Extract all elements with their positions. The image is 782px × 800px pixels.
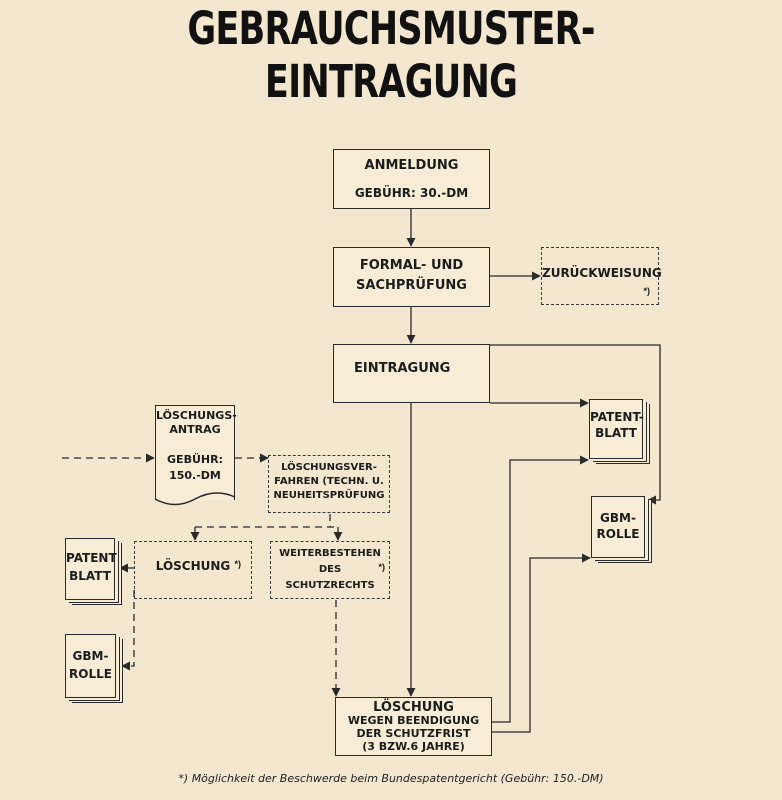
- gbmrolle-right-line2: ROLLE: [596, 527, 640, 541]
- zurueckweisung-label: ZURÜCKWEISUNG: [542, 266, 662, 280]
- footnote: *) Möglichkeit der Beschwerde beim Bunde…: [178, 772, 604, 785]
- antrag-line2: ANTRAG: [169, 423, 221, 436]
- zurueckweisung-footnote-mark: *): [643, 286, 651, 296]
- pruefung-line1: FORMAL- UND: [359, 258, 464, 273]
- patentblatt-left-line2: BLATT: [69, 569, 111, 583]
- weiterbestehen-line1: WEITERBESTEHEN: [279, 548, 381, 559]
- gbmrolle-left-line1: GBM-: [72, 649, 109, 663]
- node-patentblatt-right: PATENT- BLATT: [589, 399, 644, 459]
- antrag-fee-label: GEBÜHR:: [167, 453, 223, 466]
- page-title: GEBRAUCHSMUSTER-EINTRAGUNG: [187, 2, 595, 108]
- arrow-frist-gbmrolle: [492, 553, 591, 733]
- patentblatt-right-line2: BLATT: [595, 426, 637, 440]
- gbmrolle-right-line1: GBM-: [600, 511, 636, 525]
- arrow-frist-patentblatt: [492, 455, 589, 723]
- node-loeschung: LÖSCHUNG *): [134, 541, 252, 599]
- frist-line4: (3 BZW.6 JAHRE): [362, 740, 465, 753]
- frist-line1: LÖSCHUNG: [373, 700, 454, 715]
- anmeldung-label: ANMELDUNG: [364, 158, 459, 173]
- weiterbestehen-line3: SCHUTZRECHTS: [285, 580, 375, 591]
- node-loeschung-frist: LÖSCHUNG WEGEN BEENDIGUNG DER SCHUTZFRIS…: [335, 697, 492, 756]
- weiterbestehen-footnote-mark: *): [378, 562, 386, 572]
- node-zurueckweisung: ZURÜCKWEISUNG *): [541, 247, 662, 305]
- node-loeschungsverfahren: LÖSCHUNGSVER- FAHREN (TECHN. U. NEUHEITS…: [268, 455, 390, 513]
- node-anmeldung: ANMELDUNG GEBÜHR: 30.-DM: [333, 149, 490, 209]
- arrow-loeschung-gbmrolle: [121, 590, 135, 671]
- weiterbestehen-line2: DES: [318, 564, 342, 575]
- antrag-fee-value: 150.-DM: [169, 469, 221, 482]
- eintragung-label: EINTRAGUNG: [354, 361, 451, 376]
- anmeldung-fee: GEBÜHR: 30.-DM: [354, 186, 469, 200]
- verfahren-line1: LÖSCHUNGSVER-: [281, 462, 377, 473]
- node-eintragung: EINTRAGUNG: [333, 344, 490, 403]
- frist-line3: DER SCHUTZFRIST: [356, 727, 471, 740]
- loeschung-footnote-mark: *): [234, 559, 242, 569]
- patentblatt-left-line1: PATENT: [66, 551, 117, 565]
- loeschung-label: LÖSCHUNG: [155, 559, 231, 573]
- pruefung-line2: SACHPRÜFUNG: [356, 278, 467, 293]
- arrow-eintragung-gbmrolle: [490, 344, 661, 505]
- node-patentblatt-left: PATENT BLATT: [65, 538, 117, 600]
- antrag-line1: LÖSCHUNGS-: [156, 409, 237, 422]
- node-loeschungsantrag: LÖSCHUNGS- ANTRAG GEBÜHR: 150.-DM: [155, 405, 237, 500]
- gbmrolle-left-line2: ROLLE: [69, 667, 112, 681]
- node-gbmrolle-right: GBM- ROLLE: [591, 496, 645, 558]
- node-gbmrolle-left: GBM- ROLLE: [65, 634, 116, 698]
- verfahren-line3: NEUHEITSPRÜFUNG: [273, 490, 385, 501]
- patentblatt-right-line1: PATENT-: [590, 410, 644, 424]
- node-weiterbestehen: WEITERBESTEHEN DES SCHUTZRECHTS *): [270, 541, 390, 599]
- node-pruefung: FORMAL- UND SACHPRÜFUNG: [333, 247, 490, 307]
- verfahren-line2: FAHREN (TECHN. U.: [274, 476, 384, 487]
- frist-line2: WEGEN BEENDIGUNG: [347, 714, 480, 727]
